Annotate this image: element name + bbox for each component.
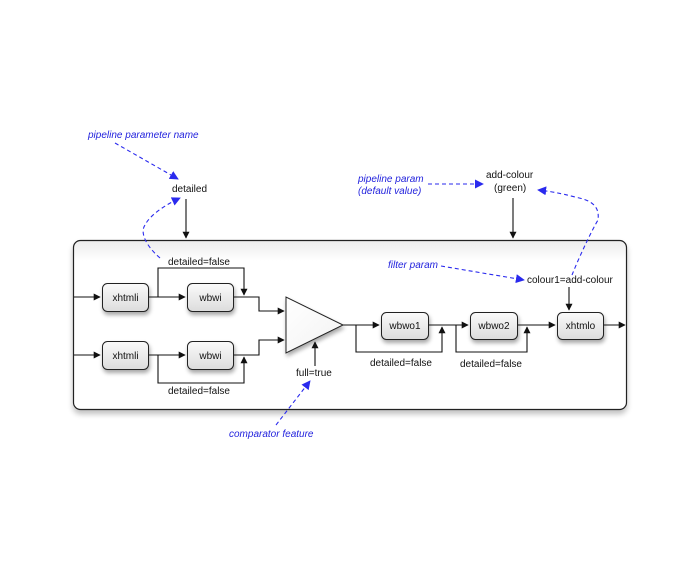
param-wbwo1-detailed: detailed=false: [370, 358, 432, 369]
annotation-arrow-detailed-link: [142, 197, 181, 259]
annotation-pipeline-param-line1: pipeline param: [357, 174, 424, 185]
annotation-arrow-filter-param: [440, 265, 525, 284]
param-wbwi1-detailed: detailed=false: [168, 257, 230, 268]
annotation-pipeline-param-line2: (default value): [358, 186, 421, 197]
param-wire-wbwi2-detailed: [157, 355, 248, 384]
param-wire-wbwo1-detailed: [355, 325, 446, 353]
param-add-colour: add-colour: [486, 170, 534, 181]
param-detailed: detailed: [172, 184, 207, 195]
node-xhtmli1-label: xhtmli: [112, 293, 138, 304]
node-xhtmli2[interactable]: xhtmli: [102, 341, 149, 370]
param-wire-wbwo2-detailed: [455, 325, 531, 353]
node-wbwo2-label: wbwo2: [477, 321, 510, 332]
node-wbwo1[interactable]: wbwo1: [381, 312, 429, 340]
annotation-filter-param: filter param: [388, 260, 438, 271]
annotation-arrow-colour-link: [537, 186, 599, 276]
param-colour1: colour1=add-colour: [527, 275, 614, 286]
node-wbwi1-label: wbwi: [198, 293, 221, 304]
node-wbwo2[interactable]: wbwo2: [470, 312, 518, 340]
edge-wbwi2-to-comparator: [234, 336, 285, 356]
annotation-arrow-parameter-name: [114, 142, 179, 180]
node-comparator[interactable]: [285, 296, 345, 354]
param-wbwi2-detailed: detailed=false: [168, 386, 230, 397]
annotation-pipeline-parameter-name: pipeline parameter name: [87, 130, 199, 141]
param-add-colour-default: (green): [494, 183, 526, 194]
param-full: full=true: [296, 368, 332, 379]
annotation-arrow-comparator-feature: [275, 380, 311, 426]
edge-wbwi1-to-comparator: [234, 296, 285, 315]
node-wbwi2[interactable]: wbwi: [187, 341, 234, 370]
node-xhtmlo-label: xhtmlo: [566, 321, 596, 332]
node-xhtmli2-label: xhtmli: [112, 351, 138, 362]
annotation-comparator-feature: comparator feature: [229, 429, 314, 440]
param-wire-wbwi1-detailed: [157, 267, 248, 297]
node-wbwi1[interactable]: wbwi: [187, 283, 234, 312]
node-wbwo1-label: wbwo1: [388, 321, 421, 332]
param-wbwo2-detailed: detailed=false: [460, 359, 522, 370]
node-wbwi2-label: wbwi: [198, 351, 221, 362]
node-xhtmli1[interactable]: xhtmli: [102, 283, 149, 312]
node-xhtmlo[interactable]: xhtmlo: [557, 312, 604, 340]
